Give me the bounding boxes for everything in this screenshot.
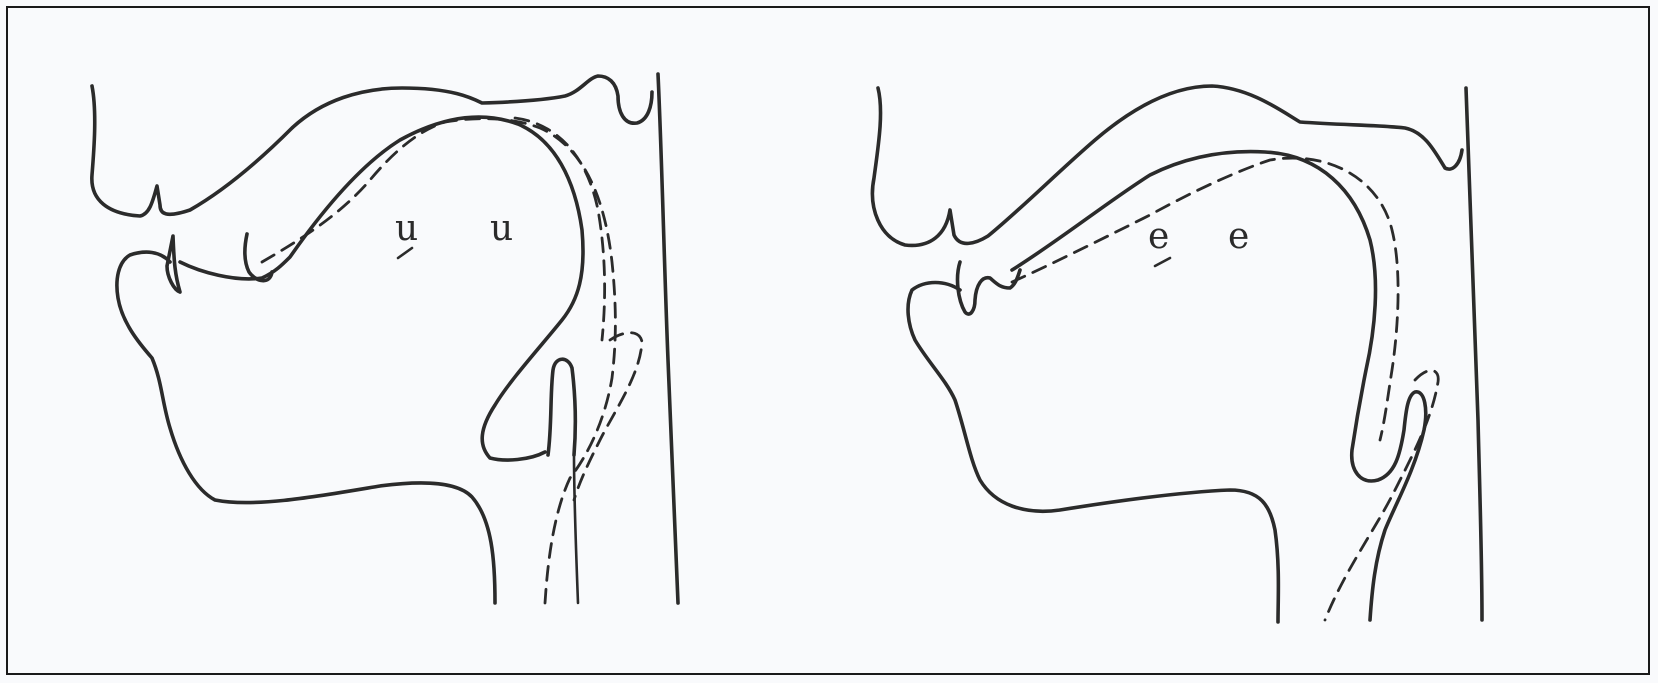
left-lower-jaw <box>117 236 495 603</box>
right-pharynx-back-wall <box>1466 88 1482 620</box>
left-vowel-underline <box>398 248 412 258</box>
right-lower-jaw <box>908 283 1278 623</box>
right-vowel-label-solid: e <box>1228 216 1249 257</box>
right-vocal-tract-panel: e e <box>872 86 1482 622</box>
right-vowel-underline <box>1155 258 1170 266</box>
right-tongue-solid <box>1012 152 1426 620</box>
left-vowel-label-solid: u <box>490 208 513 249</box>
left-trachea-line <box>574 455 578 603</box>
right-vowel-label-dashed: e <box>1148 216 1169 257</box>
right-tongue-dashed <box>1012 158 1398 440</box>
left-pharynx-back-wall <box>658 74 678 603</box>
right-velum-dashed <box>1325 370 1438 620</box>
left-vowel-label-dashed: u <box>395 208 418 249</box>
left-velum-dashed <box>574 333 642 500</box>
left-epiglottis <box>548 359 575 455</box>
left-pharynx-dashed <box>515 118 605 340</box>
left-vocal-tract-panel: u u <box>92 74 678 603</box>
